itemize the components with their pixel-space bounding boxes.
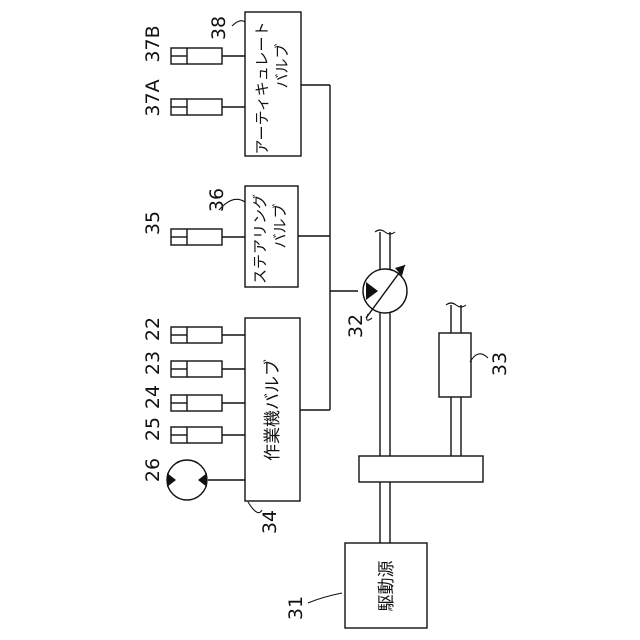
articulate-valve: アーティキュレート バルブ	[245, 12, 301, 156]
ref-23: 23	[142, 351, 164, 375]
power-transfer-box	[359, 456, 483, 482]
cylinder-37A	[171, 99, 222, 115]
ref-36: 36	[206, 188, 228, 212]
variable-pump-32	[363, 265, 407, 318]
hydraulic-motor-26	[167, 460, 207, 500]
articulate-valve-label-1: アーティキュレート	[253, 22, 271, 155]
steering-valve-label-1: ステアリング	[251, 194, 269, 284]
ref-25: 25	[142, 417, 164, 441]
drive-source: 駆動源	[345, 543, 427, 628]
ref-37A: 37A	[142, 79, 164, 116]
ref-33: 33	[489, 352, 511, 376]
cylinder-24	[171, 395, 222, 411]
ref-31: 31	[285, 596, 307, 620]
ref-32: 32	[345, 314, 367, 338]
ref-22: 22	[142, 317, 164, 341]
drive-source-label: 駆動源	[377, 561, 397, 612]
cylinder-25	[171, 427, 222, 443]
work-machine-valve: 作業機バルブ	[245, 318, 300, 501]
ref-38: 38	[208, 16, 230, 40]
cylinder-35	[171, 229, 222, 245]
ref-24: 24	[142, 385, 164, 409]
work-machine-valve-label: 作業機バルブ	[262, 359, 283, 461]
ref-34: 34	[259, 510, 281, 534]
ref-37B: 37B	[142, 25, 164, 62]
articulate-valve-label-2: バルブ	[273, 43, 291, 88]
cylinder-23	[171, 361, 222, 377]
cylinders	[171, 48, 222, 443]
steering-valve: ステアリング バルブ	[245, 186, 298, 287]
ref-35: 35	[142, 211, 164, 235]
cylinder-37B	[171, 48, 222, 64]
steering-valve-label-2: バルブ	[271, 203, 289, 248]
device-33	[439, 333, 471, 397]
ref-26: 26	[142, 458, 164, 482]
cylinder-22	[171, 327, 222, 343]
